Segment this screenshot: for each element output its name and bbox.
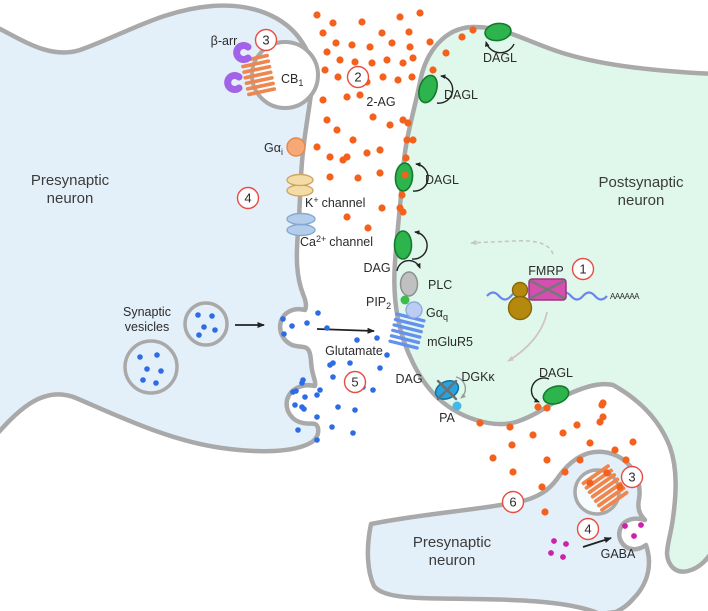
dagl-label: DAGL	[444, 88, 478, 102]
synaptic-vesicle	[123, 339, 179, 395]
g-alpha-q-icon	[405, 301, 423, 319]
dagl-enzyme-icon	[484, 22, 512, 42]
dagl-label: DAGL	[483, 51, 517, 65]
step-5-marker: 5	[343, 370, 367, 394]
svg-text:2: 2	[354, 70, 361, 85]
pa-label: PA	[439, 411, 455, 425]
dagl-label: DAGL	[425, 173, 459, 187]
step-3-marker: 3	[254, 28, 278, 52]
pip2-molecule	[400, 295, 410, 305]
plc-enzyme-icon	[399, 271, 419, 297]
fmrp-feedback-dashed-arrow	[470, 239, 554, 255]
dgk-kappa-label: DGKκ	[461, 370, 495, 384]
pip2-label: PIP2	[366, 295, 391, 311]
svg-text:5: 5	[351, 375, 358, 390]
step-6-marker: 6	[501, 490, 525, 514]
mglur5-receptor-icon	[388, 312, 426, 350]
g-alpha-i-label: Gαi	[264, 141, 283, 157]
k-channel-label: K+channel	[305, 195, 365, 210]
dag-label: DAG	[363, 261, 390, 275]
gaba-label: GABA	[601, 547, 636, 561]
glutamate-label: Glutamate	[325, 344, 383, 358]
plc-label: PLC	[428, 278, 452, 292]
dagl-enzyme-icon	[418, 74, 438, 104]
beta-arrestin-icon	[224, 42, 252, 93]
glutamate-molecules	[137, 310, 390, 443]
step-4-marker: 4	[236, 186, 260, 210]
g-alpha-q-label: Gαq	[426, 306, 448, 322]
svg-text:6: 6	[509, 495, 516, 510]
2-ag-molecules	[313, 9, 637, 516]
postsynaptic-neuron-label: neuron	[618, 192, 665, 209]
step-2-marker: 2	[346, 65, 370, 89]
fmrp-to-dgk-arrow	[507, 311, 548, 362]
presynaptic-neuron-label: Presynaptic	[31, 172, 110, 189]
ca-channel-label: Ca2+channel	[300, 234, 373, 249]
cb1-label: CB1	[281, 72, 303, 88]
2-ag-label: 2-AG	[366, 95, 395, 109]
postsynaptic-neuron-label: Postsynaptic	[598, 174, 684, 191]
svg-text:3: 3	[628, 470, 635, 485]
cb1-receptor-icon	[239, 53, 277, 97]
inactive-cross-icon	[436, 379, 458, 401]
g-alpha-i-icon	[286, 137, 306, 157]
step-4-marker: 4	[576, 517, 600, 541]
k-channel-icon	[286, 173, 314, 197]
synaptic-vesicles-label: vesicles	[125, 320, 169, 334]
svg-text:1: 1	[579, 262, 586, 277]
enzyme-reaction-arrows	[396, 41, 550, 403]
dag-label: DAG	[395, 372, 422, 386]
mglur5-label: mGluR5	[427, 335, 473, 349]
ca-channel-icon	[286, 212, 316, 237]
dagl-enzyme-icon	[542, 385, 570, 405]
svg-text:4: 4	[584, 522, 591, 537]
step-3-marker: 3	[620, 465, 644, 489]
gaba-release-arrow	[582, 537, 612, 548]
presynaptic-neuron-label: neuron	[47, 190, 94, 207]
svg-text:4: 4	[244, 191, 251, 206]
gaba-molecules	[548, 522, 644, 560]
pa-molecule	[452, 401, 462, 411]
presynaptic-neuron-bottom-label: neuron	[429, 552, 476, 569]
step-1-marker: 1	[571, 257, 595, 281]
dgk-kappa-enzyme-icon	[434, 376, 467, 401]
dagl-enzyme-icon	[393, 230, 413, 260]
fmrp-label: FMRP	[528, 264, 563, 278]
ribosome-icon	[507, 281, 533, 321]
poly-a-tail-label: AAAAAA	[610, 292, 640, 301]
absent-cross-icon	[529, 279, 566, 300]
presynaptic-neuron-shape	[0, 3, 321, 454]
synaptic-vesicle	[183, 301, 229, 347]
fmrp-protein-icon	[528, 278, 567, 301]
dagl-label: DAGL	[539, 366, 573, 380]
beta-arrestin-label: β-arr	[211, 34, 238, 48]
svg-text:3: 3	[262, 33, 269, 48]
synaptic-vesicles-label: Synaptic	[123, 305, 171, 319]
presynaptic-neuron-bottom-label: Presynaptic	[413, 534, 492, 551]
